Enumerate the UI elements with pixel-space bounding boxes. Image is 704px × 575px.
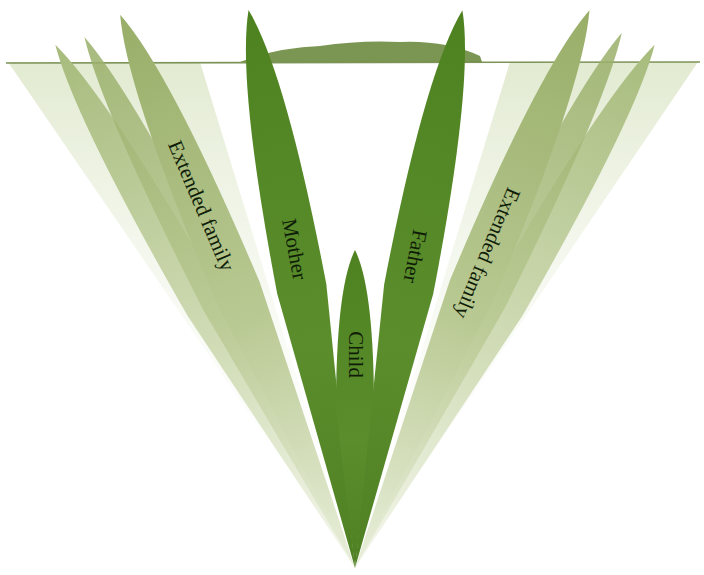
horizon-line — [6, 62, 700, 63]
grass-blade: Extended family — [333, 1, 612, 575]
blade-label: Child — [343, 332, 366, 379]
